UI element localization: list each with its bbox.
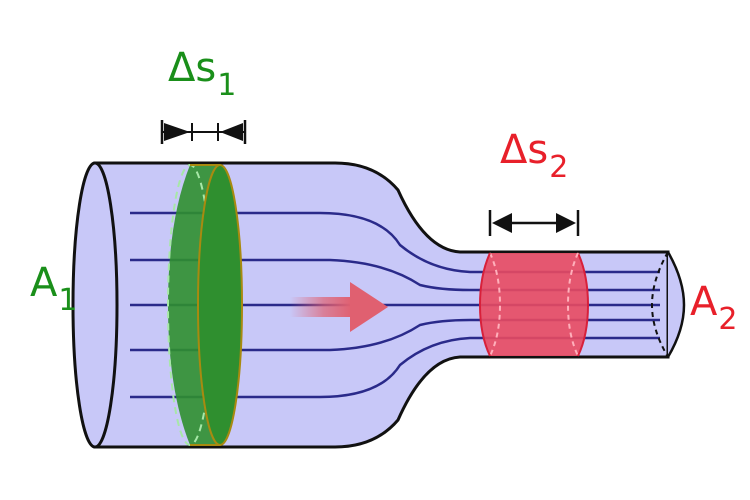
label-ds2: Δs2 [500,130,568,183]
slab-2-front-face [577,252,590,357]
outlet-opening [650,251,669,358]
right-arrow-icon [290,282,388,332]
outlet-rim [666,251,686,358]
slab-2 [478,252,590,357]
inlet-opening [71,161,119,449]
double-arrow-icon [488,210,580,236]
label-ds1: Δs1 [168,48,236,101]
label-ds1-main: Δs [168,45,217,91]
label-a1-main: A [30,260,58,306]
streamline [130,318,660,352]
label-ds2-main: Δs [500,127,549,173]
slab-1 [167,164,243,446]
double-arrow-icon [160,120,247,144]
label-ds2-sub: 2 [549,150,569,185]
label-a2-main: A [690,279,718,325]
label-a2: A2 [690,282,737,335]
slab-2-body [480,253,588,356]
label-ds1-sub: 1 [217,68,237,103]
streamline [130,258,660,292]
slab-1-front-face [197,164,243,446]
label-a1: A1 [30,263,77,316]
slab-2-left-rim [478,252,491,357]
streamline [130,211,660,274]
label-a2-sub: 2 [718,302,738,337]
slab-2-back-face [489,252,502,357]
streamline [130,336,660,399]
label-a1-sub: 1 [58,283,78,318]
slab-2-rear-face [566,252,579,357]
